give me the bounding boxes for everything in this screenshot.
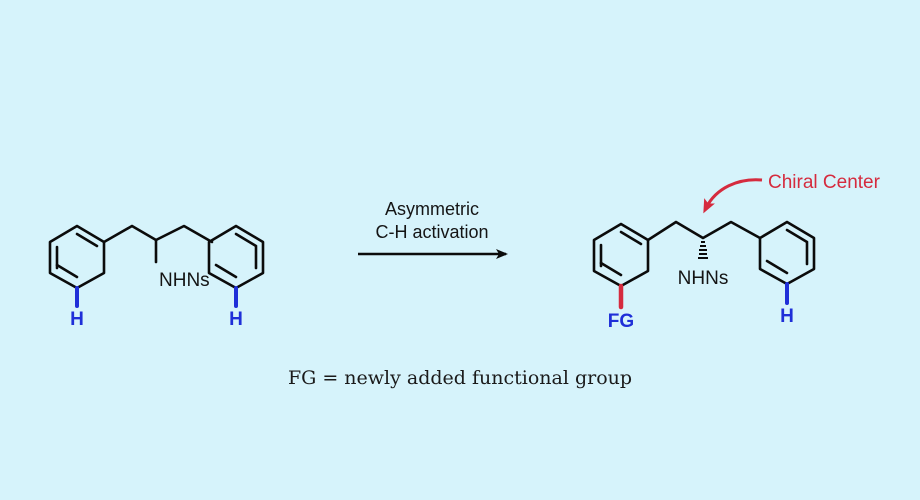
reactant-right-benzene-ring: [207, 224, 265, 290]
reactant-left-benzene-ring: [48, 224, 106, 290]
chiral-center-annotation: Chiral Center: [703, 172, 881, 214]
reactant-carbon-chain: [102, 224, 214, 264]
product-right-benzene-ring: [758, 220, 816, 286]
product-carbon-chain: [646, 220, 762, 242]
reactant-left-hydrogen: H: [70, 309, 84, 330]
reaction-condition-line-2: C-H activation: [375, 222, 488, 242]
product-functional-group-label: FG: [608, 311, 634, 332]
reactant-right-hydrogen: H: [229, 309, 243, 330]
functional-group-caption: FG = newly added functional group: [288, 367, 632, 389]
reactant-molecule: H H NHNs: [48, 224, 265, 330]
chiral-center-label: Chiral Center: [768, 172, 881, 193]
reaction-arrow: Asymmetric C-H activation: [358, 199, 508, 259]
product-right-hydrogen: H: [780, 306, 794, 327]
product-molecule: FG H NHNs: [592, 220, 816, 332]
product-left-benzene-ring: [592, 222, 650, 288]
product-amine-label: NHNs: [678, 268, 729, 289]
reaction-condition-line-1: Asymmetric: [385, 199, 479, 219]
reactant-amine-label: NHNs: [159, 270, 210, 291]
chiral-center-arrow: [703, 178, 763, 214]
product-hashed-wedge-bond: [698, 241, 708, 259]
